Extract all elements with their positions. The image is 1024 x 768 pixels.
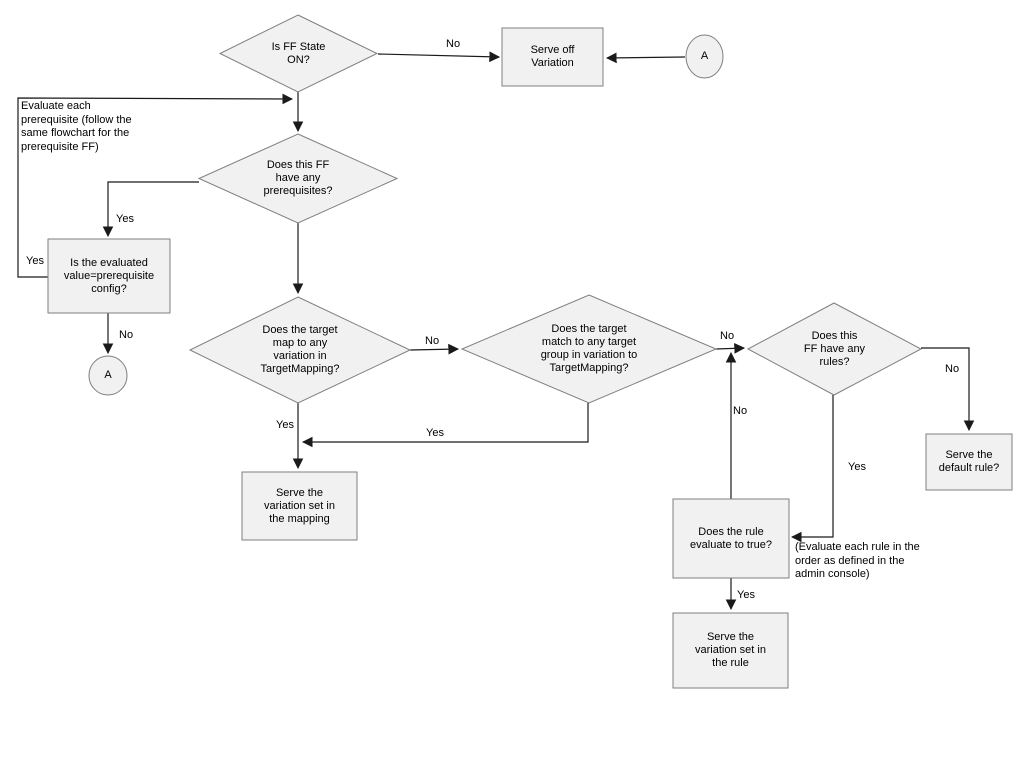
rect-serve-default-rule <box>925 433 1013 491</box>
edge-label-no-target-group: No <box>720 330 735 342</box>
ellipse-connector-a-top <box>685 34 724 79</box>
prerequisite-note: Evaluate each prerequisite (follow the s… <box>21 100 132 153</box>
connector-a-to-serve-off <box>605 52 686 64</box>
diamond-has-prerequisites <box>197 133 399 224</box>
rect-serve-mapping-variation <box>241 471 358 541</box>
edge-label-yes-target-map: Yes <box>276 419 294 431</box>
connector-evaluated-yes-loop <box>17 93 294 278</box>
connector-targetmapping-no-to-targetgroup <box>409 343 460 355</box>
diamond-is-ff-state-on <box>218 14 379 93</box>
rect-rule-evaluates-true <box>672 498 790 579</box>
edge-label-yes-has-rules: Yes <box>848 461 866 473</box>
diamond-target-group-check <box>460 294 718 404</box>
edge-label-yes-has-prereq: Yes <box>116 213 134 225</box>
ellipse-connector-a-left <box>88 355 128 396</box>
edge-label-yes-rule-true: Yes <box>737 589 755 601</box>
edge-label-no-has-rules: No <box>945 363 960 375</box>
edge-label-no-prereq-mismatch: No <box>119 329 134 341</box>
connector-targetgroup-no-to-rules <box>715 342 746 354</box>
rect-serve-rule-variation <box>672 612 789 689</box>
edge-label-no-state-off: No <box>446 38 461 50</box>
edge-label-yes-prereq-loop: Yes <box>26 255 44 267</box>
connector-state-no-to-serve-off <box>377 51 501 63</box>
connector-rules-no-to-default <box>921 347 975 432</box>
diamond-has-rules <box>746 302 923 396</box>
connector-rules-yes-to-ruleeval <box>790 395 834 543</box>
rect-evaluated-value-check <box>47 238 171 314</box>
rules-note: (Evaluate each rule in the order as defi… <box>795 541 920 580</box>
edge-label-yes-target-group: Yes <box>426 427 444 439</box>
rect-serve-off-variation <box>501 27 604 87</box>
connector-targetgroup-yes-to-mapping <box>301 403 589 448</box>
edge-label-no-rule-false: No <box>733 405 748 417</box>
edge-label-no-target-map: No <box>425 335 440 347</box>
connector-prerequisites-yes-to-evaluated <box>102 181 199 238</box>
diamond-target-mapping-check <box>188 296 412 404</box>
